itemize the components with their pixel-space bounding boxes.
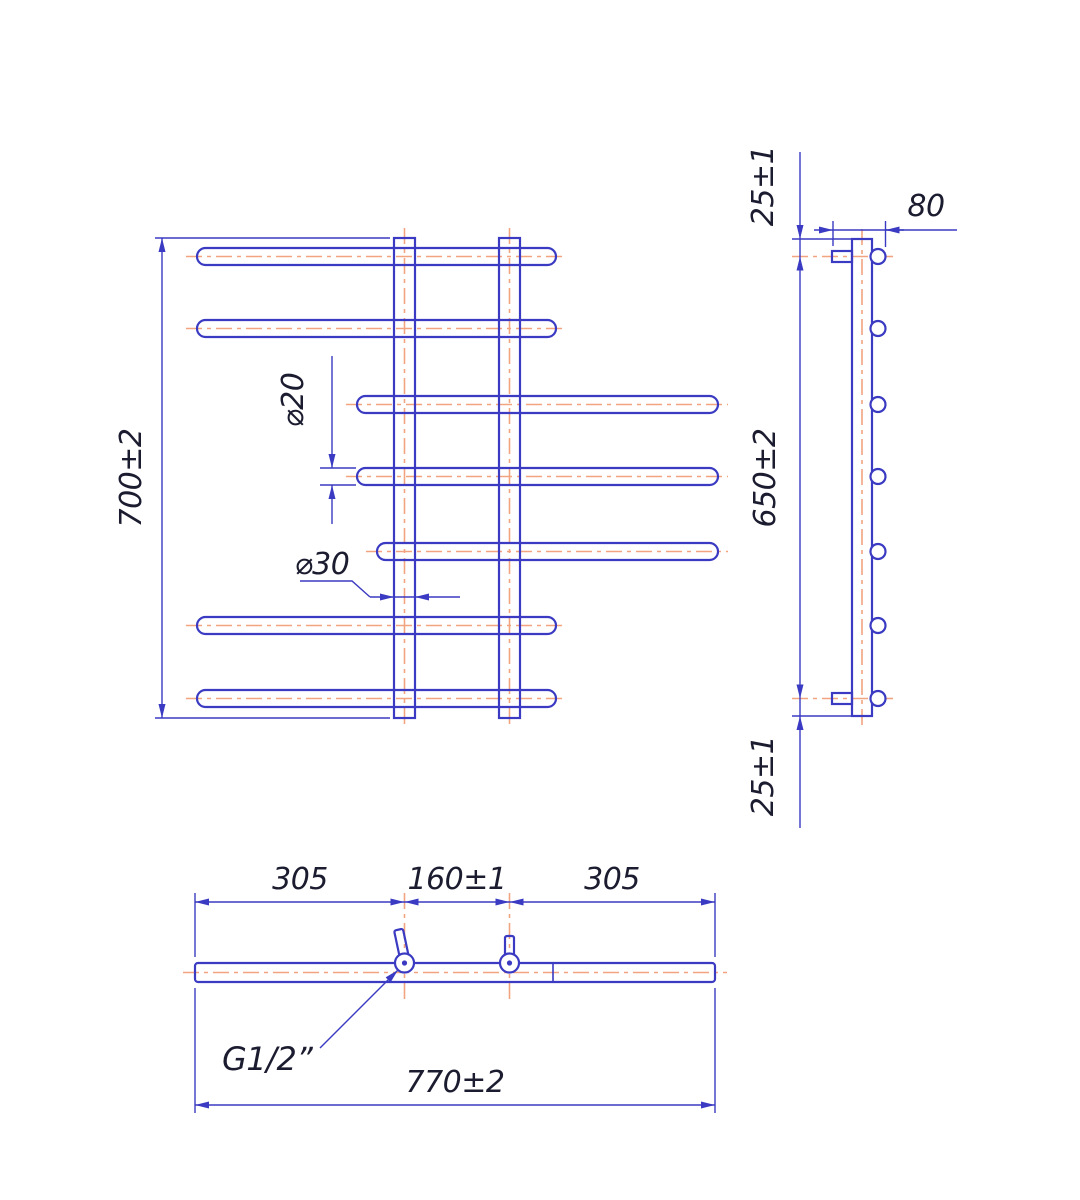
left-port-center	[401, 960, 408, 966]
bar-end-1	[869, 247, 887, 266]
bar-end-2	[869, 319, 887, 338]
dim-overall-height: 700±2	[114, 429, 149, 528]
rail-bar-5	[375, 541, 720, 562]
rail-bar-7	[195, 688, 558, 709]
left-post	[392, 236, 417, 720]
thread-size-label: G1/2”	[222, 1040, 313, 1078]
rail-bar-3	[355, 394, 720, 415]
side-dimensions	[792, 152, 957, 828]
side-bottom-stub	[830, 691, 854, 706]
front-geometry	[195, 236, 720, 720]
rail-bar-2	[195, 318, 558, 339]
right-post	[497, 236, 522, 720]
dim-overall-width: 770±2	[406, 1065, 505, 1100]
dim-bottom-offset: 25±1	[746, 736, 781, 816]
bottom-centerlines	[183, 893, 727, 1000]
side-top-stub	[830, 249, 854, 264]
rail-bar-6	[195, 615, 558, 636]
dim-right-segment: 305	[584, 862, 640, 897]
front-centerlines	[186, 228, 728, 728]
dim-left-segment: 305	[272, 862, 328, 897]
bar-end-5	[869, 542, 887, 561]
bottom-dimensions	[194, 893, 716, 1113]
dim-center-spacing: 160±1	[408, 862, 507, 897]
bar-end-6	[869, 616, 887, 635]
bottom-geometry	[193, 927, 717, 984]
bottom-view: 305 160±1 305 770±2 G1/2”	[183, 862, 727, 1113]
dim-bar-span: 650±2	[748, 429, 783, 528]
bar-end-3	[869, 395, 887, 414]
front-dimensions	[155, 237, 460, 719]
side-geometry	[830, 237, 887, 718]
front-view: 700±2 ⌀20 ⌀30	[114, 228, 728, 728]
bar-end-4	[869, 467, 887, 486]
bar-end-7	[869, 689, 887, 708]
dim-top-offset: 25±1	[746, 146, 781, 226]
dim-depth: 80	[907, 189, 944, 224]
rail-bar-4	[355, 466, 720, 487]
thread-leader-line	[319, 969, 399, 1049]
bottom-rail-tube	[193, 961, 717, 984]
side-view: 25±1 80 650±2 25±1	[746, 146, 957, 828]
dim-post-diameter: ⌀30	[295, 547, 350, 582]
right-port-center	[506, 960, 513, 966]
rail-bar-1	[195, 246, 558, 267]
dim-bar-diameter: ⌀20	[276, 373, 311, 428]
